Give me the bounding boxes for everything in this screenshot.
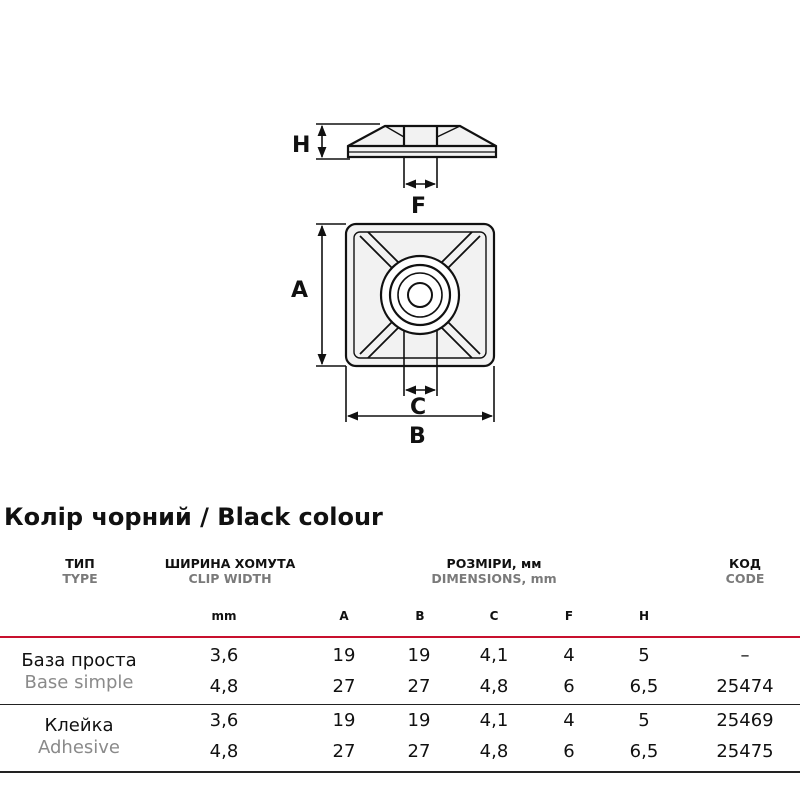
type-name-ua: Клейка [44,715,114,736]
header-code: КОД CODE [705,556,785,586]
header-type-en: TYPE [62,571,98,586]
dimension-b [345,366,495,422]
cell-h: 5 [638,710,650,731]
type-name-ua: База проста [21,650,137,671]
type-name-en: Base simple [24,672,134,693]
cell-code: 25475 [716,741,774,762]
subheader-b: B [415,609,425,623]
header-code-ua: КОД [729,556,761,571]
type-name-en: Adhesive [37,737,120,758]
cell-h: 6,5 [629,676,659,697]
cell-code: 25474 [716,676,774,697]
cell-c: 4,8 [479,741,509,762]
header-clip-width-ua: ШИРИНА ХОМУТА [164,556,296,571]
dimension-a [316,223,346,367]
top-view [344,222,496,396]
label-a: A [291,278,308,303]
cell-h: 5 [638,645,650,666]
header-code-en: CODE [725,571,765,586]
header-dimensions: РОЗМІРИ, мм DIMENSIONS, mm [414,556,574,586]
type-name-base-simple: База проста Base simple [0,650,158,694]
label-h: H [292,133,310,158]
cell-c: 4,8 [479,676,509,697]
label-b: B [409,424,426,449]
subheader-f: F [564,609,574,623]
header-rule [0,636,800,638]
header-dimensions-ua: РОЗМІРИ, мм [446,556,542,571]
cell-code: – [740,645,750,666]
subheader-mm: mm [211,609,237,623]
group-divider [0,704,800,705]
subheader-a: A [339,609,349,623]
section-title: Колір чорний / Black colour [4,503,383,531]
cell-clip: 4,8 [209,676,239,697]
cell-b: 19 [407,710,431,731]
header-clip-width-en: CLIP WIDTH [188,571,272,586]
table-bottom-rule [0,771,800,773]
type-name-adhesive: Клейка Adhesive [0,715,158,759]
subheader-h: H [638,609,650,623]
cell-c: 4,1 [479,710,509,731]
cell-clip: 4,8 [209,741,239,762]
cell-b: 27 [407,676,431,697]
cell-code: 25469 [716,710,774,731]
cell-h: 6,5 [629,741,659,762]
header-type-ua: ТИП [65,556,95,571]
side-view [346,124,498,188]
cell-b: 27 [407,741,431,762]
cell-f: 4 [563,645,575,666]
dimension-h [316,123,380,160]
cell-c: 4,1 [479,645,509,666]
cell-clip: 3,6 [209,710,239,731]
label-f: F [411,194,426,219]
cell-b: 19 [407,645,431,666]
cell-a: 27 [332,676,356,697]
header-dimensions-en: DIMENSIONS, mm [431,571,557,586]
cell-a: 19 [332,710,356,731]
cell-a: 27 [332,741,356,762]
header-clip-width: ШИРИНА ХОМУТА CLIP WIDTH [150,556,310,586]
cell-f: 4 [563,710,575,731]
cell-f: 6 [563,741,575,762]
header-type: ТИП TYPE [40,556,120,586]
cell-f: 6 [563,676,575,697]
subheader-c: C [489,609,499,623]
mount-base-drawing: H F A C B [291,123,498,449]
cell-clip: 3,6 [209,645,239,666]
cell-a: 19 [332,645,356,666]
